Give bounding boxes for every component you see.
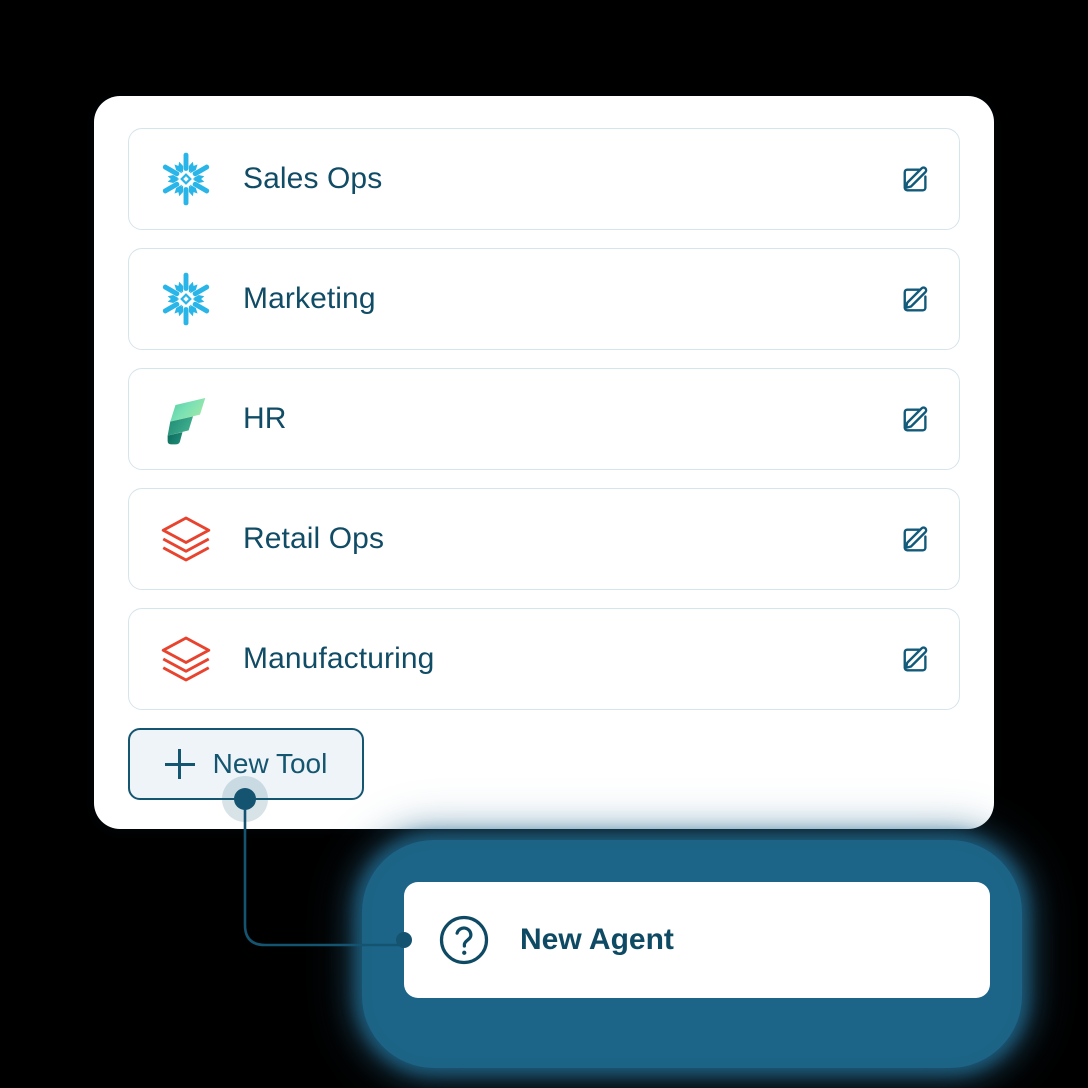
tool-list: Sales Ops bbox=[128, 128, 960, 728]
power-platform-icon bbox=[157, 390, 215, 448]
tool-row-sales-ops[interactable]: Sales Ops bbox=[128, 128, 960, 230]
new-tool-label: New Tool bbox=[212, 748, 328, 779]
tool-panel: Sales Ops bbox=[94, 96, 994, 829]
connector-node-dot[interactable] bbox=[234, 788, 256, 810]
snowflake-icon bbox=[157, 270, 215, 328]
tool-row-label: Sales Ops bbox=[243, 162, 383, 195]
tool-row-marketing[interactable]: Marketing bbox=[128, 248, 960, 350]
edit-pencil-icon[interactable] bbox=[899, 522, 933, 556]
snowflake-icon bbox=[157, 150, 215, 208]
tool-row-hr[interactable]: HR bbox=[128, 368, 960, 470]
tool-row-retail-ops[interactable]: Retail Ops bbox=[128, 488, 960, 590]
edit-pencil-icon[interactable] bbox=[899, 282, 933, 316]
plus-icon bbox=[164, 749, 195, 779]
tool-row-manufacturing[interactable]: Manufacturing bbox=[128, 608, 960, 710]
edit-pencil-icon[interactable] bbox=[899, 402, 933, 436]
tool-row-label: Retail Ops bbox=[243, 522, 385, 555]
tool-row-label: Marketing bbox=[243, 282, 376, 315]
new-agent-connector-dot bbox=[396, 932, 412, 948]
new-agent-card[interactable]: New Agent bbox=[404, 882, 990, 998]
tool-row-label: HR bbox=[243, 402, 287, 435]
edit-pencil-icon[interactable] bbox=[899, 162, 933, 196]
databricks-icon bbox=[157, 510, 215, 568]
edit-pencil-icon[interactable] bbox=[899, 642, 933, 676]
tool-row-label: Manufacturing bbox=[243, 642, 435, 675]
new-agent-label: New Agent bbox=[520, 923, 674, 956]
databricks-icon bbox=[157, 630, 215, 688]
question-circle-icon bbox=[434, 910, 494, 970]
